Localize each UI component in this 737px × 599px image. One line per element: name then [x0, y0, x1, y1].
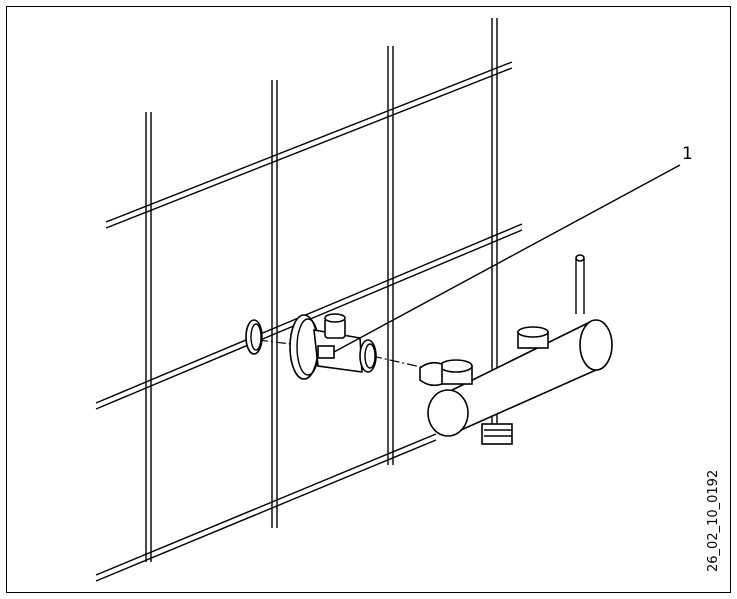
figure-frame: [6, 6, 731, 593]
callout-label: 1: [682, 144, 693, 164]
distributor-body: [419, 254, 613, 445]
assembly-axis-right: [371, 355, 449, 374]
angle-valve: [289, 313, 363, 380]
wall-o-ring: [245, 319, 263, 355]
callout-leader: [333, 164, 681, 353]
valve-o-ring: [359, 339, 377, 373]
figure-id: 26_02_10_0192: [706, 469, 721, 572]
tile-grid: [95, 18, 523, 582]
